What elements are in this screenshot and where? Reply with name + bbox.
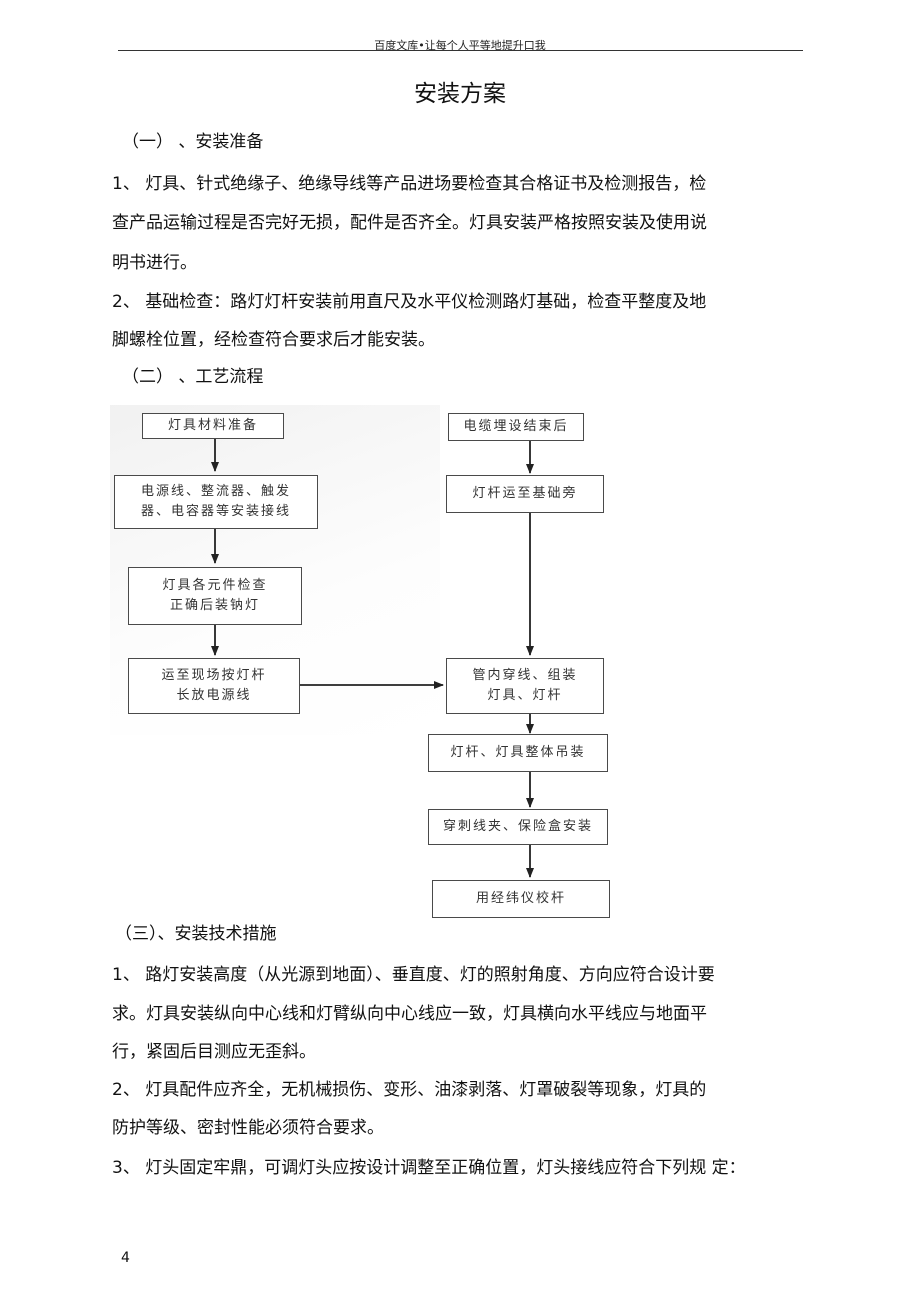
paragraph-line: 查产品运输过程是否完好无损，配件是否齐全。灯具安装严格按照安装及使用说	[112, 213, 707, 233]
flow-box-text: 正确后装钠灯	[169, 598, 260, 613]
paragraph-line: 2、 基础检查：路灯灯杆安装前用直尺及水平仪检测路灯基础，检查平整度及地	[112, 292, 707, 312]
flow-box-text: 运至现场按灯杆	[161, 668, 267, 683]
flow-box-text: 用经纬仪校杆	[475, 891, 566, 906]
flow-box-text: 长放电源线	[176, 688, 252, 703]
flow-box-text: 灯杆、灯具整体吊装	[450, 745, 586, 760]
flow-box-pole-to-foundation: 灯杆运至基础旁	[446, 475, 604, 513]
page-number: 4	[121, 1250, 130, 1266]
flow-box-text: 灯具、灯杆	[487, 688, 563, 703]
flow-box-text: 电缆埋设结束后	[463, 419, 569, 434]
flow-box-text: 器、电容器等安装接线	[140, 504, 291, 519]
document-title: 安装方案	[414, 81, 506, 107]
flow-box-cable-laying-done: 电缆埋设结束后	[448, 413, 584, 441]
flow-box-text: 灯具材料准备	[167, 418, 258, 433]
page-header: 百度文库•让每个人平等地提升口我	[374, 39, 546, 52]
flow-box-clamp-fuse-install: 穿刺线夹、保险盒安装	[428, 809, 608, 845]
paragraph-line: 防护等级、密封性能必须符合要求。	[112, 1118, 384, 1138]
process-flowchart: 灯具材料准备 电源线、整流器、触发 器、电容器等安装接线 灯具各元件检查 正确后…	[110, 405, 630, 921]
paragraph-line: 1、 灯具、针式绝缘子、绝缘导线等产品进场要检查其合格证书及检测报告，检	[112, 174, 707, 194]
section-heading-technical-measures: （三）、安装技术措施	[115, 924, 277, 944]
paragraph-line: 明书进行。	[112, 253, 197, 273]
flow-box-text: 灯杆运至基础旁	[472, 486, 578, 501]
section-heading-preparation: （一） 、安装准备	[122, 132, 264, 152]
flow-box-material-prep: 灯具材料准备	[142, 413, 284, 439]
flow-box-hoisting: 灯杆、灯具整体吊装	[428, 734, 608, 772]
paragraph-line: 1、 路灯安装高度（从光源到地面）、垂直度、灯的照射角度、方向应符合设计要	[112, 965, 715, 985]
flow-box-site-transport: 运至现场按灯杆 长放电源线	[128, 658, 300, 714]
flow-box-wiring-install: 电源线、整流器、触发 器、电容器等安装接线	[114, 475, 318, 529]
flow-box-component-check: 灯具各元件检查 正确后装钠灯	[128, 567, 302, 625]
paragraph-line: 2、 灯具配件应齐全，无机械损伤、变形、油漆剥落、灯罩破裂等现象，灯具的	[112, 1080, 707, 1100]
flowchart-connectors	[211, 437, 534, 878]
flow-box-text: 电源线、整流器、触发	[140, 484, 291, 499]
paragraph-line: 行，紧固后目测应无歪斜。	[112, 1042, 316, 1062]
flow-box-theodolite-alignment: 用经纬仪校杆	[432, 880, 610, 918]
paragraph-line: 脚螺栓位置，经检查符合要求后才能安装。	[112, 330, 435, 350]
header-divider	[118, 50, 803, 51]
flow-box-threading-assembly: 管内穿线、组装 灯具、灯杆	[446, 658, 604, 714]
paragraph-line: 3、 灯头固定牢鼎，可调灯头应按设计调整至正确位置，灯头接线应符合下列规 定：	[112, 1158, 746, 1178]
section-heading-process-flow: （二） 、工艺流程	[122, 367, 264, 387]
flow-box-text: 管内穿线、组装	[472, 668, 578, 683]
paragraph-line: 求。灯具安装纵向中心线和灯臂纵向中心线应一致，灯具横向水平线应与地面平	[112, 1004, 707, 1024]
flow-box-text: 灯具各元件检查	[162, 578, 268, 593]
flow-box-text: 穿刺线夹、保险盒安装	[442, 819, 593, 834]
